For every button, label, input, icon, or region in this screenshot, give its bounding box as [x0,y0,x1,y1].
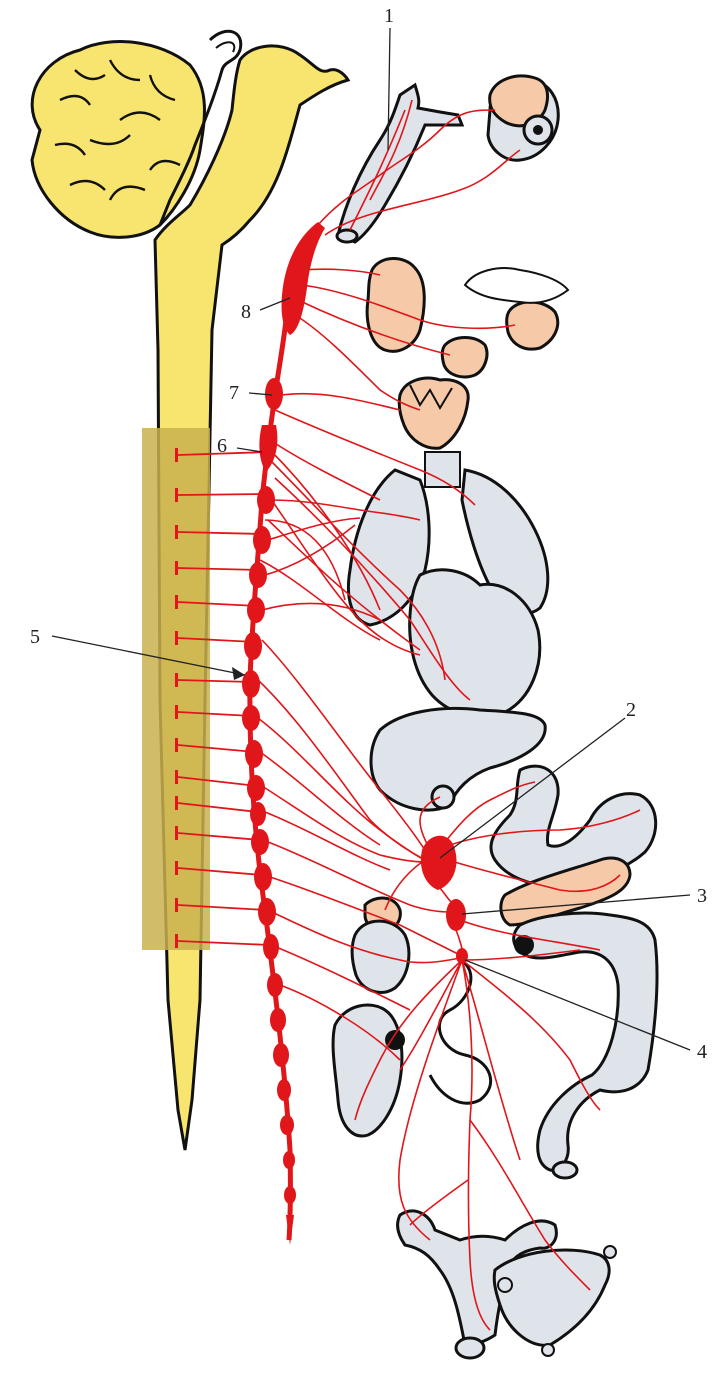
eye [488,76,558,160]
label-8: 8 [241,301,251,323]
label-7: 7 [229,382,239,404]
salivary-glands [367,258,568,376]
label-2: 2 [626,699,636,721]
callout-4: 4 [465,960,707,1063]
cerebellum [32,42,204,238]
larynx [399,378,468,487]
kidney-adrenal [352,898,409,992]
sympathetic-trunk [242,222,325,1245]
label-1: 1 [384,5,394,27]
label-4: 4 [697,1041,707,1063]
label-6: 6 [217,435,227,457]
callout-5: 5 [30,626,245,680]
pelvic-organs [398,1211,616,1358]
carotid-artery [337,85,462,242]
label-3: 3 [697,885,707,907]
label-5: 5 [30,626,40,648]
